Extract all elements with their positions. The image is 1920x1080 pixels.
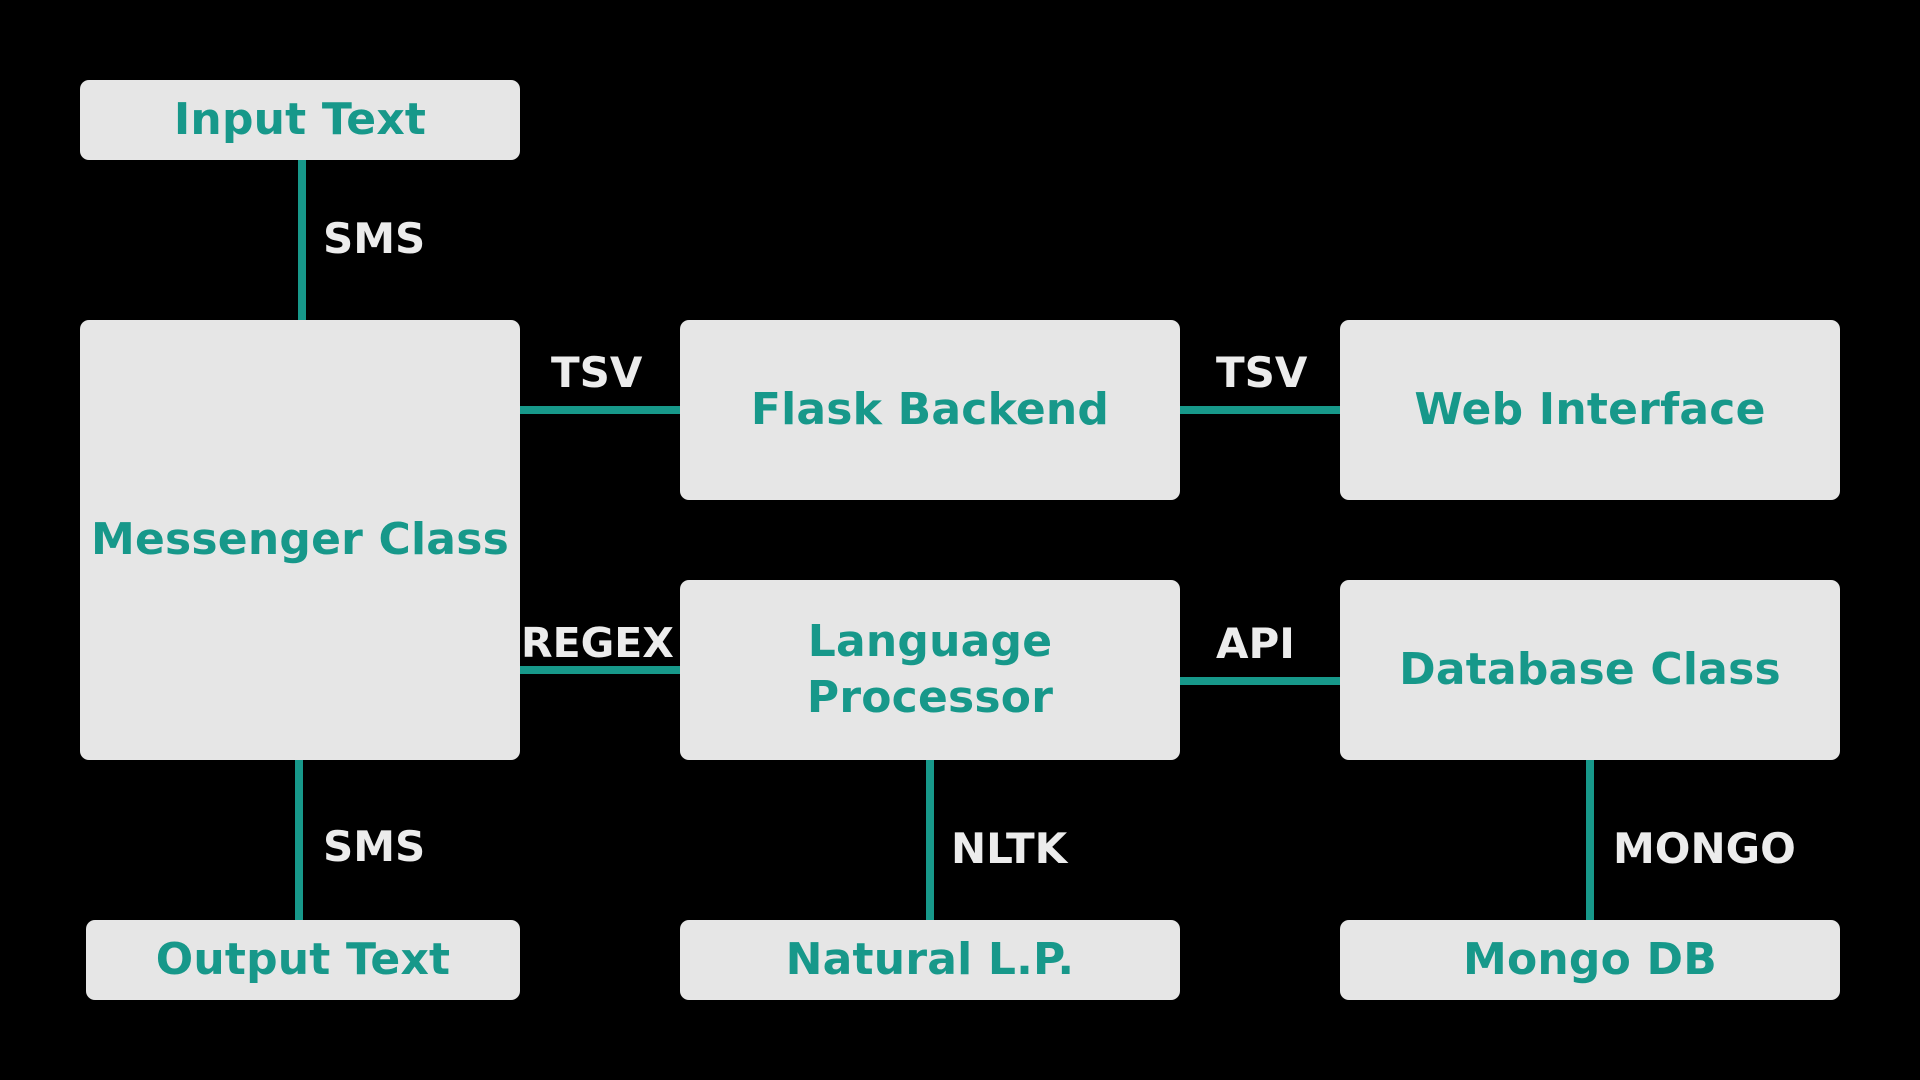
connector-flask-web <box>1176 406 1346 414</box>
connector-database-mongo <box>1586 755 1594 925</box>
edge-label-language-database: API <box>1216 619 1295 668</box>
edge-label-language-nlp: NLTK <box>951 824 1068 873</box>
edge-label-messenger-flask: TSV <box>551 348 643 397</box>
edge-label-messenger-output: SMS <box>323 822 426 871</box>
edge-label-database-mongo: MONGO <box>1613 824 1796 873</box>
node-label: Mongo DB <box>1462 933 1718 985</box>
node-label-line: Language <box>807 615 1053 667</box>
node-label: Language Processor <box>807 614 1053 727</box>
connector-messenger-flask <box>516 406 686 414</box>
node-label: Messenger Class <box>91 513 509 565</box>
node-messenger-class: Messenger Class <box>80 320 520 760</box>
connector-language-database <box>1176 677 1346 685</box>
node-input-text: Input Text <box>80 80 520 160</box>
node-language-processor: Language Processor <box>680 580 1180 760</box>
connector-language-nlp <box>926 755 934 925</box>
node-mongo-db: Mongo DB <box>1340 920 1840 1000</box>
edge-label-flask-web: TSV <box>1216 348 1308 397</box>
node-label: Flask Backend <box>750 383 1110 435</box>
node-natural-lp: Natural L.P. <box>680 920 1180 1000</box>
node-label: Natural L.P. <box>785 933 1075 985</box>
node-label-line: Processor <box>806 672 1054 723</box>
node-label: Output Text <box>155 933 451 985</box>
edge-label-messenger-language: REGEX <box>521 619 674 667</box>
node-label: Input Text <box>173 93 427 145</box>
node-database-class: Database Class <box>1340 580 1840 760</box>
node-output-text: Output Text <box>86 920 520 1000</box>
connector-input-messenger <box>298 159 306 324</box>
connector-messenger-language <box>516 666 686 674</box>
node-label: Database Class <box>1399 643 1781 695</box>
node-web-interface: Web Interface <box>1340 320 1840 500</box>
connector-messenger-output <box>295 755 303 925</box>
node-flask-backend: Flask Backend <box>680 320 1180 500</box>
edge-label-input-messenger: SMS <box>323 214 426 263</box>
node-label: Web Interface <box>1414 383 1766 435</box>
